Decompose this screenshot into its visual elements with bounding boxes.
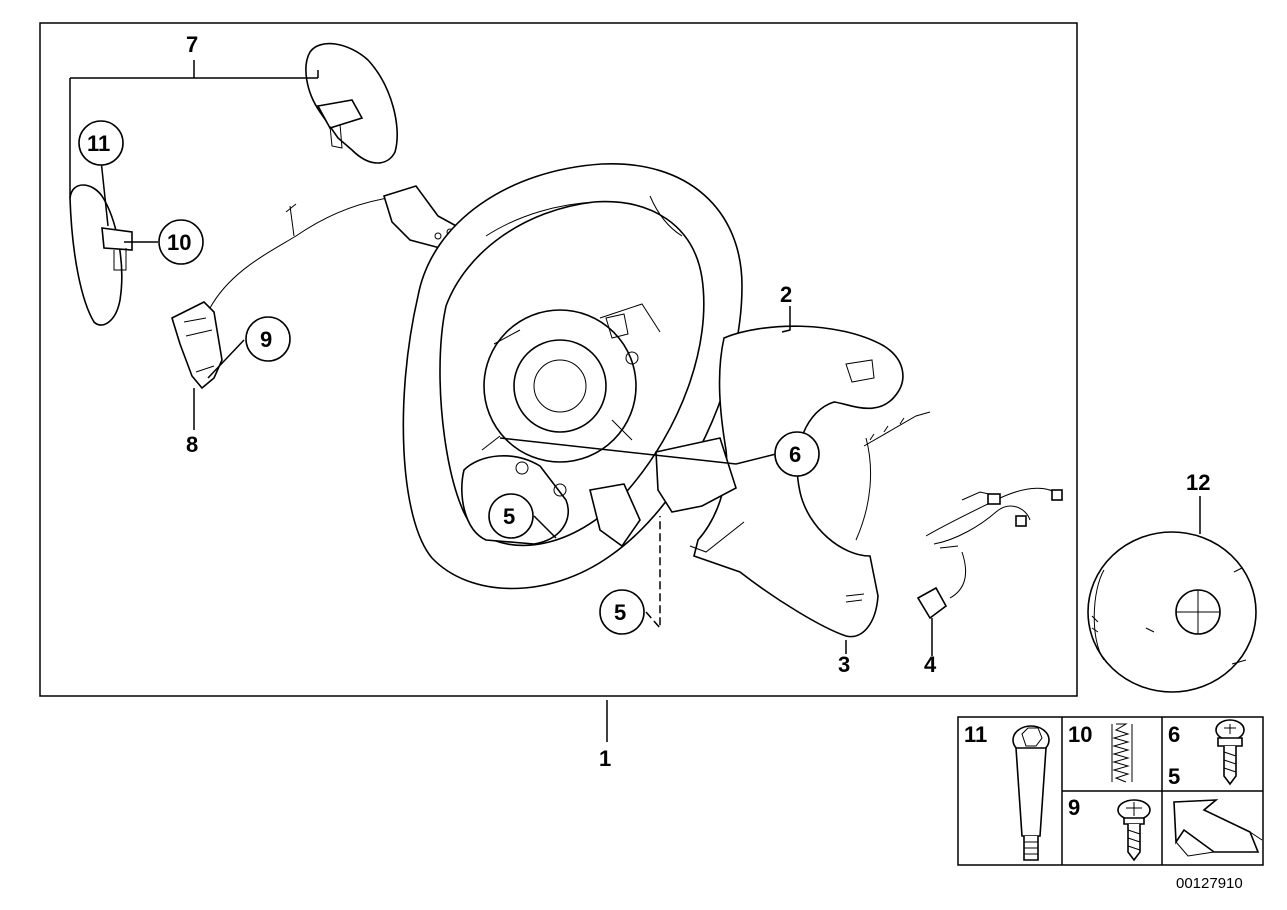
trim-insert [655,437,737,513]
spring-10-drawing [1111,723,1133,783]
trim-cover [689,325,904,638]
arrow-symbol-icon [1173,799,1263,857]
legend-label-9: 9 [1068,795,1080,820]
paddle-shifter-left [69,184,133,326]
callout-7-leader [69,60,319,198]
callout-11-circle [78,120,124,166]
callout-9: 9 [260,327,272,352]
airbag-module [1087,531,1257,693]
legend-label-6: 6 [1168,722,1180,747]
callout-5b: 5 [614,600,626,625]
trim-clip-strip [863,411,931,447]
paddle-shifter-right [305,42,398,164]
steering-wheel [402,163,743,590]
callout-10: 10 [167,230,191,255]
wiring-harness-upper [209,197,389,309]
callout-4: 4 [924,652,937,677]
shift-switch [171,301,223,390]
callout-5a-leader [533,515,557,539]
screw-6-5-drawing [1215,719,1245,786]
callout-2: 2 [780,282,792,307]
legend-label-5: 5 [1168,764,1180,789]
callout-12: 12 [1186,470,1210,495]
callout-2-leader [781,306,791,333]
assembly-frame [39,22,1078,697]
bolt-11-drawing [1012,725,1050,861]
callout-6-circle [774,431,820,477]
hardware-legend [957,716,1264,866]
callout-11-leader [100,159,109,227]
callout-7: 7 [186,32,198,57]
callout-1: 1 [599,746,611,771]
callout-5b-leader [645,516,661,630]
callout-5a-circle [488,493,534,539]
callout-3: 3 [838,652,850,677]
legend-label-10: 10 [1068,722,1092,747]
callout-10-circle [158,219,204,265]
callout-6: 6 [789,442,801,467]
callout-5a: 5 [503,504,515,529]
diagram-code: 00127910 [1176,875,1243,892]
callout-11: 11 [87,131,110,156]
callout-6-leader [499,437,777,465]
screw-9-drawing [1117,799,1151,862]
callout-8: 8 [186,432,198,457]
wiring-harness [916,487,1063,620]
callout-9-circle [245,316,291,362]
callout-5b-circle [599,589,645,635]
legend-label-11: 11 [964,722,987,747]
callout-9-leader [207,339,245,379]
